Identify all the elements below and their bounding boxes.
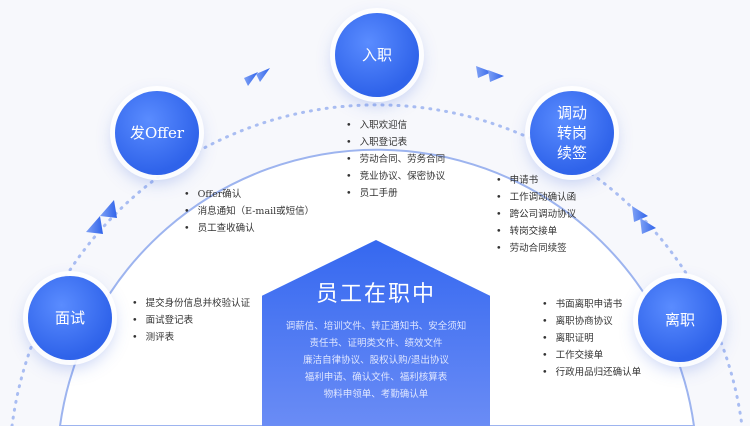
- list-item: 入职欢迎信: [346, 117, 445, 134]
- center-line: 调薪信、培训文件、转正通知书、安全须知: [285, 321, 467, 332]
- onboarding-list: 入职欢迎信 入职登记表 劳动合同、劳务合同 竞业协议、保密协议 员工手册: [346, 117, 446, 202]
- list-item: 书面离职申请书: [542, 296, 641, 313]
- stage-onboarding: 入职: [335, 13, 419, 97]
- list-item: 竞业协议、保密协议: [346, 168, 446, 185]
- list-item: 面试登记表: [132, 312, 250, 329]
- center-line: 廉洁自律协议、股权认购/退出协议: [303, 355, 449, 366]
- center-line: 物料申领单、考勤确认单: [323, 389, 429, 400]
- arrow-icon: [256, 68, 270, 82]
- arrow-icon: [488, 70, 504, 82]
- arrow-icon: [100, 200, 117, 218]
- resignation-list: 书面离职申请书 离职协商协议 离职证明 工作交接单 行政用品归还确认单: [542, 296, 642, 381]
- list-item: 跨公司调动协议: [496, 206, 577, 223]
- stage-transfer: 调动 转岗 续签: [530, 91, 614, 175]
- list-item: 离职协商协议: [542, 313, 641, 330]
- list-item: 提交身份信息并校验认证: [132, 295, 251, 312]
- list-item: 入职登记表: [346, 134, 445, 151]
- list-item: 员工查收确认: [184, 220, 314, 237]
- arrow-icon: [640, 218, 656, 234]
- center-line: 福利申请、确认文件、福利核算表: [304, 372, 448, 383]
- list-item: 劳动合同续签: [496, 240, 576, 257]
- center-line: 责任书、证明类文件、绩效文件: [309, 338, 443, 349]
- list-item: Offer确认: [184, 186, 314, 203]
- arrow-icon: [632, 206, 648, 222]
- arrow-icon: [86, 216, 103, 234]
- stage-interview: 面试: [28, 276, 112, 360]
- arrow-icon: [476, 66, 492, 78]
- stage-offer: 发Offer: [115, 91, 199, 175]
- transfer-list: 申请书 工作调动确认函 跨公司调动协议 转岗交接单 劳动合同续签: [496, 172, 577, 257]
- center-title: 员工在职中: [315, 282, 436, 307]
- interview-list: 提交身份信息并校验认证 面试登记表 测评表: [132, 295, 251, 346]
- list-item: 工作交接单: [542, 347, 641, 364]
- arrow-icon: [244, 72, 258, 86]
- stage-resignation: 离职: [638, 278, 722, 362]
- list-item: 劳动合同、劳务合同: [346, 151, 446, 168]
- list-item: 申请书: [496, 172, 576, 189]
- list-item: 测评表: [132, 329, 250, 346]
- list-item: 员工手册: [346, 185, 445, 202]
- list-item: 行政用品归还确认单: [542, 364, 642, 381]
- offer-list: Offer确认 消息通知（E-mail或短信） 员工查收确认: [184, 186, 315, 237]
- list-item: 工作调动确认函: [496, 189, 577, 206]
- list-item: 离职证明: [542, 330, 641, 347]
- list-item: 转岗交接单: [496, 223, 576, 240]
- list-item: 消息通知（E-mail或短信）: [184, 203, 315, 220]
- dotted-arc: [10, 103, 744, 426]
